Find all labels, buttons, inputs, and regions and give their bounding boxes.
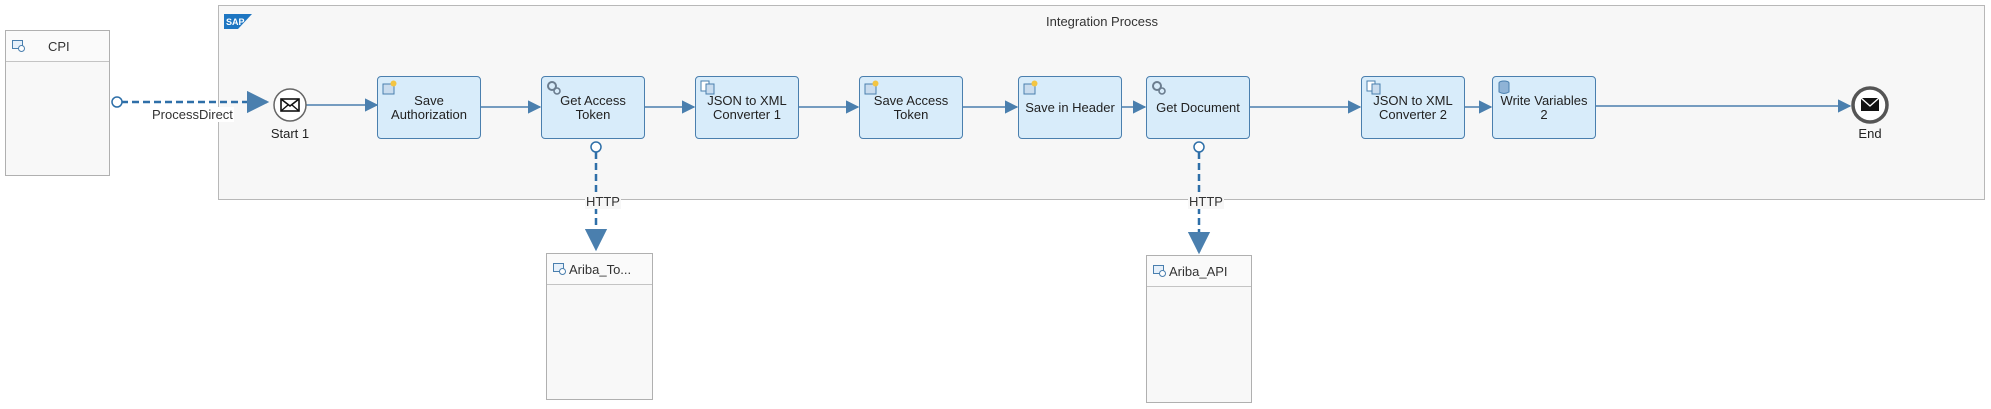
script-icon (1023, 80, 1038, 95)
step-label: Save Access Token (873, 92, 949, 122)
gear-icon (1152, 81, 1166, 95)
step-label: Write Variables 2 (1500, 92, 1588, 122)
system-icon (12, 40, 25, 52)
receiver-ariba-token[interactable]: Ariba_To... (546, 253, 653, 400)
token-connection-label: HTTP (585, 194, 621, 209)
step-save-access-token[interactable]: Save Access Token (859, 76, 963, 139)
end-event[interactable] (1851, 86, 1889, 124)
svg-text:SAP: SAP (226, 17, 245, 27)
receiver-token-label: Ariba_To... (569, 262, 632, 277)
step-save-authorization[interactable]: Save Authorization (377, 76, 481, 139)
receiver-api-label: Ariba_API (1169, 264, 1228, 279)
converter-icon (1366, 80, 1381, 95)
step-label: Get Access Token (560, 92, 626, 122)
system-icon (1153, 265, 1166, 277)
step-label: Save in Header (1025, 99, 1115, 115)
converter-icon (700, 80, 715, 95)
start-event-label: Start 1 (270, 126, 310, 141)
step-write-variables-2[interactable]: Write Variables 2 (1492, 76, 1596, 139)
api-connection-label: HTTP (1188, 194, 1224, 209)
start-event[interactable] (273, 88, 307, 122)
system-icon (553, 263, 566, 275)
end-event-label: End (1858, 126, 1882, 141)
script-icon (382, 80, 397, 95)
envelope-icon (1860, 97, 1880, 111)
connection-start-circle (1193, 141, 1205, 153)
step-get-document[interactable]: Get Document (1146, 76, 1250, 139)
connection-start-circle (111, 96, 123, 108)
step-json-to-xml-2[interactable]: JSON to XML Converter 2 (1361, 76, 1465, 139)
sender-participant[interactable]: CPI (5, 30, 110, 176)
step-save-in-header[interactable]: Save in Header (1018, 76, 1122, 139)
sap-logo: SAP (224, 14, 252, 29)
step-label: Get Document (1156, 99, 1240, 115)
connection-start-circle (590, 141, 602, 153)
database-icon (1498, 80, 1510, 94)
script-icon (864, 80, 879, 95)
step-get-access-token[interactable]: Get Access Token (541, 76, 645, 139)
step-label: JSON to XML Converter 1 (707, 92, 787, 122)
step-label: Save Authorization (391, 92, 467, 122)
process-title: Integration Process (1046, 14, 1159, 29)
step-json-to-xml-1[interactable]: JSON to XML Converter 1 (695, 76, 799, 139)
gear-icon (547, 81, 561, 95)
sender-label: CPI (48, 39, 70, 54)
envelope-icon (280, 98, 300, 112)
sender-connection-label: ProcessDirect (151, 107, 234, 122)
receiver-ariba-api[interactable]: Ariba_API (1146, 255, 1252, 403)
step-label: JSON to XML Converter 2 (1373, 92, 1453, 122)
